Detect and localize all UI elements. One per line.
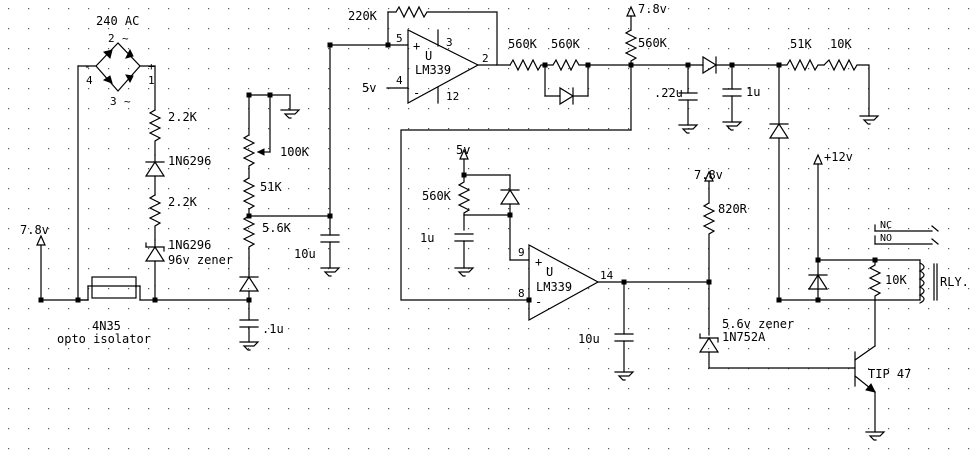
comp-u2-pin9: 9 bbox=[518, 246, 525, 259]
bridge-pin-4: 4 bbox=[86, 74, 93, 87]
zener-96v-rating: 96v zener bbox=[168, 253, 233, 267]
cap-1u-c-label: 1u bbox=[420, 231, 434, 245]
resistor-51k-b bbox=[778, 58, 825, 72]
resistor-560k-b-label: 560K bbox=[551, 37, 581, 51]
resistor-560k-d bbox=[457, 174, 471, 231]
bridge-plus: + bbox=[148, 60, 155, 73]
pot-label: 100K bbox=[280, 145, 310, 159]
cap-0u22 bbox=[678, 64, 699, 134]
comp-u1-part: LM339 bbox=[415, 63, 451, 77]
resistor-2k2-b bbox=[148, 194, 162, 241]
resistor-220k bbox=[387, 5, 498, 66]
comp-u1-pin12: 12 bbox=[446, 90, 459, 103]
resistor-820r-label: 820R bbox=[718, 202, 748, 216]
zener-96v-part: 1N6296 bbox=[168, 238, 211, 252]
resistor-10k-label: 10K bbox=[830, 37, 852, 51]
resistor-560k-c-label: 560K bbox=[638, 36, 668, 50]
grid-dots bbox=[8, 8, 970, 450]
resistor-10k-b bbox=[868, 259, 882, 301]
comp-u2-pin14: 14 bbox=[600, 269, 614, 282]
comp-u1-u: U bbox=[425, 49, 432, 63]
supply-7v8-left bbox=[36, 234, 89, 303]
zener-96v bbox=[144, 239, 166, 287]
supply-7v8-top bbox=[624, 5, 638, 131]
bridge-pin-3: 3 bbox=[110, 95, 117, 108]
relay-label: RLY. bbox=[940, 275, 969, 289]
comp-u1-pin4: 4 bbox=[396, 74, 403, 87]
relay-no-label: NO bbox=[880, 233, 892, 244]
resistor-560k-a bbox=[509, 58, 546, 72]
cap-10u-a bbox=[320, 234, 341, 277]
zener-5v6-rating: 5.6v zener bbox=[722, 317, 794, 331]
diode-peak bbox=[687, 55, 780, 75]
supply-12v bbox=[813, 153, 823, 301]
cap-10u-b-label: 10u bbox=[578, 332, 600, 346]
bridge-tilde-tr: ~ bbox=[122, 32, 129, 45]
comp-u2-plus: + bbox=[535, 255, 542, 269]
relay-contacts bbox=[874, 224, 939, 245]
transistor-tip47 bbox=[854, 299, 886, 441]
resistor-220k-label: 220K bbox=[348, 9, 378, 23]
resistor-5k6-label: 5.6K bbox=[262, 221, 292, 235]
resistor-560k-b bbox=[544, 58, 589, 72]
supply-7v8-right-label: 7.8v bbox=[694, 168, 723, 182]
cap-0u1 bbox=[239, 319, 260, 351]
cap-1u-b bbox=[722, 64, 743, 131]
bridge-pin-1: 1 bbox=[148, 74, 155, 87]
zener-5v6-part: 1N752A bbox=[722, 330, 766, 344]
diode-clamp bbox=[768, 64, 876, 301]
supply-7v8-top-label: 7.8v bbox=[638, 2, 667, 16]
opto-part: 4N35 bbox=[92, 319, 121, 333]
resistor-2k2-b-label: 2.2K bbox=[168, 195, 198, 209]
cap-10u-b bbox=[614, 281, 635, 381]
opto-desc: opto isolator bbox=[57, 332, 151, 346]
bridge-tilde-br: ~ bbox=[124, 95, 131, 108]
supply-7v8-right bbox=[702, 170, 716, 336]
supply-5v-u2 bbox=[459, 148, 511, 176]
bridge-minus: - bbox=[84, 60, 91, 73]
diode-divider bbox=[238, 257, 260, 321]
resistor-560k-a-label: 560K bbox=[508, 37, 538, 51]
bridge-pin-2: 2 bbox=[108, 32, 115, 45]
diode-1n6296-a-label: 1N6296 bbox=[168, 154, 211, 168]
resistor-51k-b-label: 51K bbox=[790, 37, 812, 51]
cap-10u-a-label: 10u bbox=[294, 247, 316, 261]
relay-diode bbox=[807, 273, 829, 290]
comp-u2-part: LM339 bbox=[536, 280, 572, 294]
resistor-51k-a-label: 51K bbox=[260, 180, 282, 194]
comp-u2-pin8: 8 bbox=[518, 287, 525, 300]
cap-1u-c bbox=[454, 233, 475, 277]
supply-12v-label: +12v bbox=[824, 150, 853, 164]
resistor-10k bbox=[823, 58, 870, 117]
relay-nc-label: NC bbox=[880, 220, 892, 231]
relay-coil bbox=[918, 262, 925, 304]
cap-0u22-label: .22u bbox=[654, 86, 683, 100]
resistor-2k2-a-label: 2.2K bbox=[168, 110, 198, 124]
comp-u1-pin5: 5 bbox=[396, 32, 403, 45]
opto-isolator bbox=[75, 276, 158, 303]
zener-5v6 bbox=[698, 333, 856, 369]
ac-label: 240 AC bbox=[96, 14, 139, 28]
cap-1u-b-label: 1u bbox=[746, 85, 760, 99]
bridge-rectifier bbox=[77, 42, 156, 301]
resistor-10k-b-label: 10K bbox=[885, 273, 907, 287]
comparator-u2 bbox=[528, 243, 710, 322]
diode-bypass bbox=[544, 64, 589, 106]
resistor-2k2-a bbox=[148, 109, 162, 156]
comp-u1-pin3: 3 bbox=[446, 36, 453, 49]
comp-u1-minus: - bbox=[413, 86, 420, 100]
comp-u1-pin2: 2 bbox=[482, 52, 489, 65]
comp-u2-minus: - bbox=[535, 295, 542, 309]
comp-u1-vref-label: 5v bbox=[362, 81, 376, 95]
cap-0u1-label: .1u bbox=[262, 322, 284, 336]
comp-u2-u: U bbox=[546, 265, 553, 279]
comparator-u1 bbox=[386, 29, 511, 105]
resistor-560k-d-label: 560K bbox=[422, 189, 452, 203]
diode-1n6296-a bbox=[144, 154, 166, 196]
supply-7v8-left-label: 7.8v bbox=[20, 223, 49, 237]
transistor-label: TIP 47 bbox=[868, 367, 911, 381]
supply-5v-u2-label: 5v bbox=[456, 143, 470, 157]
comp-u1-plus: + bbox=[413, 39, 420, 53]
